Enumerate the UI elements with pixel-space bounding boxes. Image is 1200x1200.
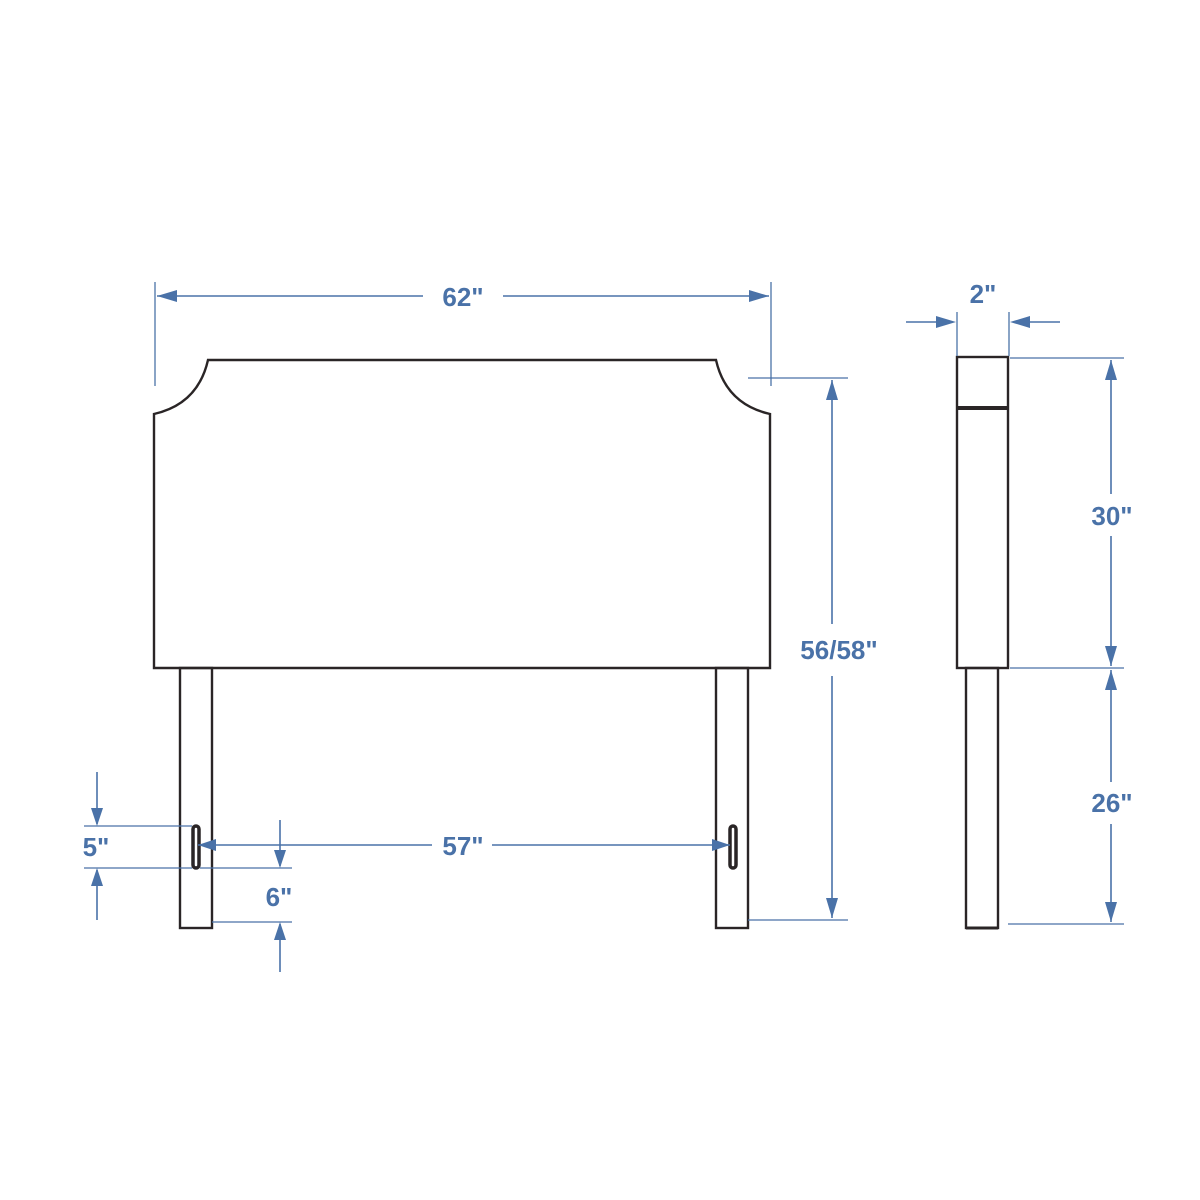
leg-height-label: 26" xyxy=(1091,788,1132,818)
right-mounting-slot xyxy=(728,824,738,870)
leg-side xyxy=(964,666,1000,930)
panel-height-dimension: 30" xyxy=(1010,357,1133,669)
leg-spacing-label: 57" xyxy=(442,831,483,861)
depth-label: 2" xyxy=(970,279,997,309)
slot-offset-dimension: 6" xyxy=(200,820,292,972)
depth-dimension: 2" xyxy=(906,279,1060,356)
leg-height-dimension: 26" xyxy=(1008,670,1133,925)
left-leg-front xyxy=(178,666,214,930)
slot-offset-label: 6" xyxy=(266,882,293,912)
side-view xyxy=(955,355,1010,930)
front-view xyxy=(152,358,772,930)
slot-length-label: 5" xyxy=(83,832,110,862)
height-label: 56/58" xyxy=(800,635,877,665)
headboard-panel-front xyxy=(152,358,772,670)
left-mounting-slot xyxy=(191,824,201,870)
slot-length-dimension: 5" xyxy=(83,772,192,920)
width-dimension: 62" xyxy=(154,282,772,386)
leg-spacing-dimension: 57" xyxy=(198,831,730,861)
panel-height-label: 30" xyxy=(1091,501,1132,531)
height-dimension: 56/58" xyxy=(748,377,878,921)
width-label: 62" xyxy=(442,282,483,312)
headboard-panel-side xyxy=(955,355,1010,670)
right-leg-front xyxy=(714,666,750,930)
